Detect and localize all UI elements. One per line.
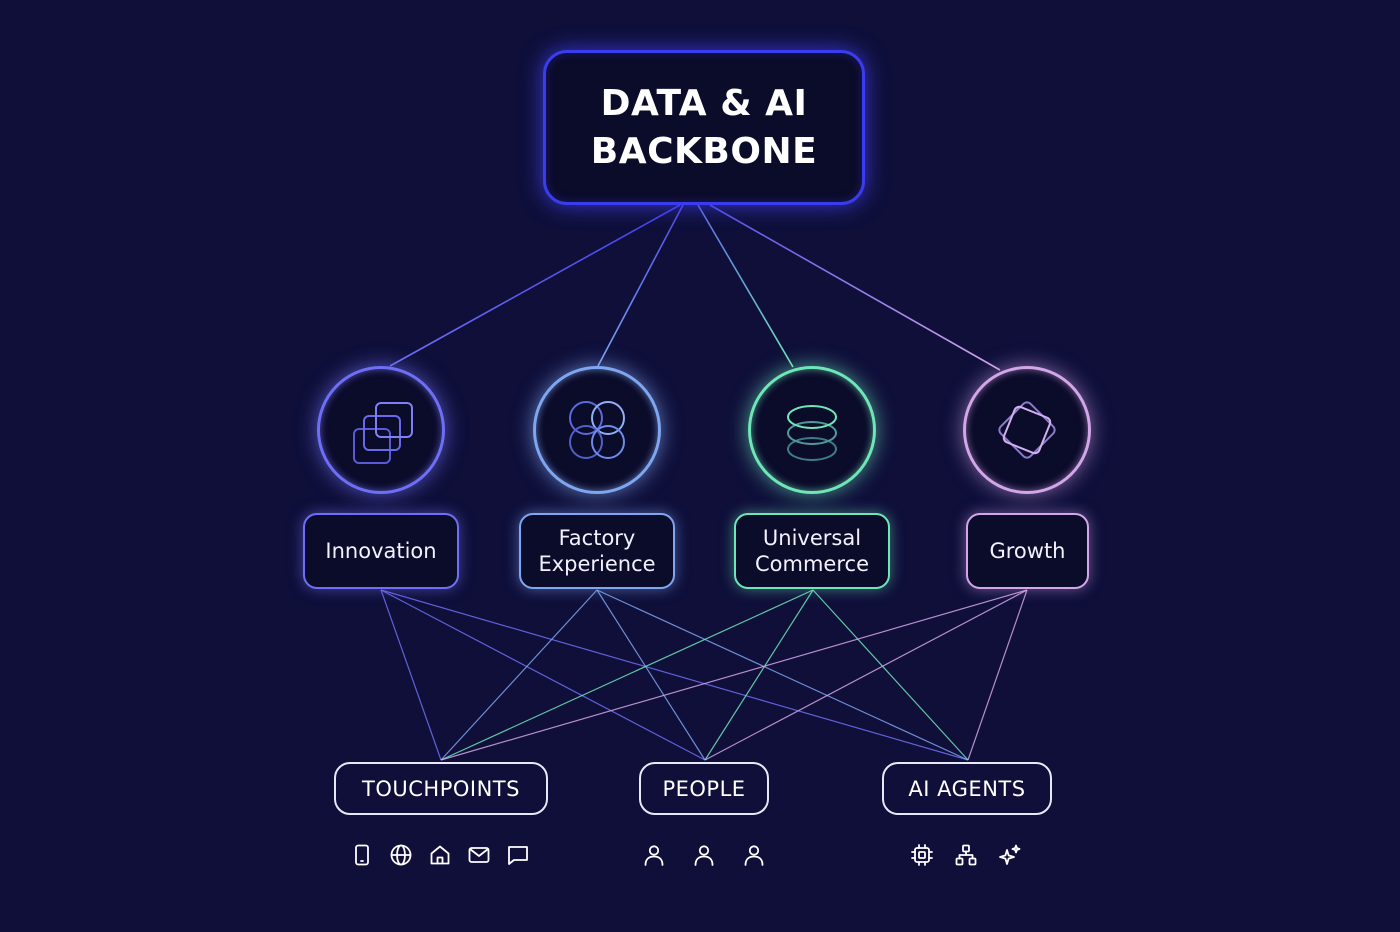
touchpoints-icons: [350, 842, 530, 868]
ai-agents-icons: [910, 842, 1022, 868]
pillar-audience-link-1-1: [380, 589, 442, 761]
pillar-audience-link-4-2: [704, 589, 1028, 761]
backbone-link-3: [697, 204, 794, 368]
pillar-audience-link-2-3: [596, 589, 969, 761]
universal-commerce-icon-circle: [748, 366, 876, 494]
mail-icon: [467, 843, 491, 867]
interlocking-circles-icon: [569, 401, 625, 459]
chip-icon: [910, 843, 934, 867]
network-icon: [954, 843, 978, 867]
pillar-audience-link-2-2: [596, 589, 706, 761]
audience-touchpoints-label: TOUCHPOINTS: [362, 776, 520, 801]
stacked-discs-icon: [787, 405, 837, 461]
person-icon: [692, 843, 716, 867]
growth-icon-circle: [963, 366, 1091, 494]
audience-ai-agents: AI AGENTS: [882, 762, 1052, 815]
pillar-audience-link-3-2: [704, 589, 814, 761]
data-ai-backbone-box: DATA & AI BACKBONE: [543, 50, 865, 205]
factory-experience-icon-circle: [533, 366, 661, 494]
pillar-audience-link-4-3: [967, 589, 1028, 761]
pillar-innovation-label: Innovation: [325, 539, 437, 563]
backbone-link-2: [597, 204, 684, 367]
globe-icon: [389, 843, 413, 867]
pillar-growth: Growth: [966, 513, 1089, 589]
backbone-link-4: [709, 204, 1001, 371]
person-icon: [642, 843, 666, 867]
pillar-audience-link-2-1: [440, 589, 598, 761]
pillar-audience-link-4-1: [440, 589, 1028, 761]
person-icon: [742, 843, 766, 867]
stacked-squares-icon: [353, 402, 413, 464]
mobile-icon: [350, 843, 374, 867]
pillar-innovation: Innovation: [303, 513, 459, 589]
audience-people-label: PEOPLE: [662, 776, 746, 801]
sparkles-icon: [998, 843, 1022, 867]
pillar-audience-link-1-2: [380, 589, 706, 761]
audience-people: PEOPLE: [639, 762, 769, 815]
people-icons: [642, 842, 766, 868]
pillar-universal-commerce-label: Universal Commerce: [755, 526, 869, 576]
innovation-icon-circle: [317, 366, 445, 494]
audience-ai-agents-label: AI AGENTS: [908, 776, 1026, 801]
pillar-growth-label: Growth: [989, 539, 1066, 563]
pillar-universal-commerce: Universal Commerce: [734, 513, 890, 589]
audience-touchpoints: TOUCHPOINTS: [334, 762, 548, 815]
chat-icon: [506, 843, 530, 867]
pillar-audience-link-3-1: [440, 589, 814, 761]
rotated-squares-icon: [998, 401, 1056, 459]
backbone-title: DATA & AI BACKBONE: [590, 82, 818, 172]
pillar-factory-experience-label: Factory Experience: [538, 526, 656, 576]
backbone-link-1: [389, 204, 681, 367]
pillar-audience-link-3-3: [812, 589, 969, 761]
pillar-factory-experience: Factory Experience: [519, 513, 675, 589]
pillar-audience-link-1-3: [380, 589, 969, 761]
home-icon: [428, 843, 452, 867]
